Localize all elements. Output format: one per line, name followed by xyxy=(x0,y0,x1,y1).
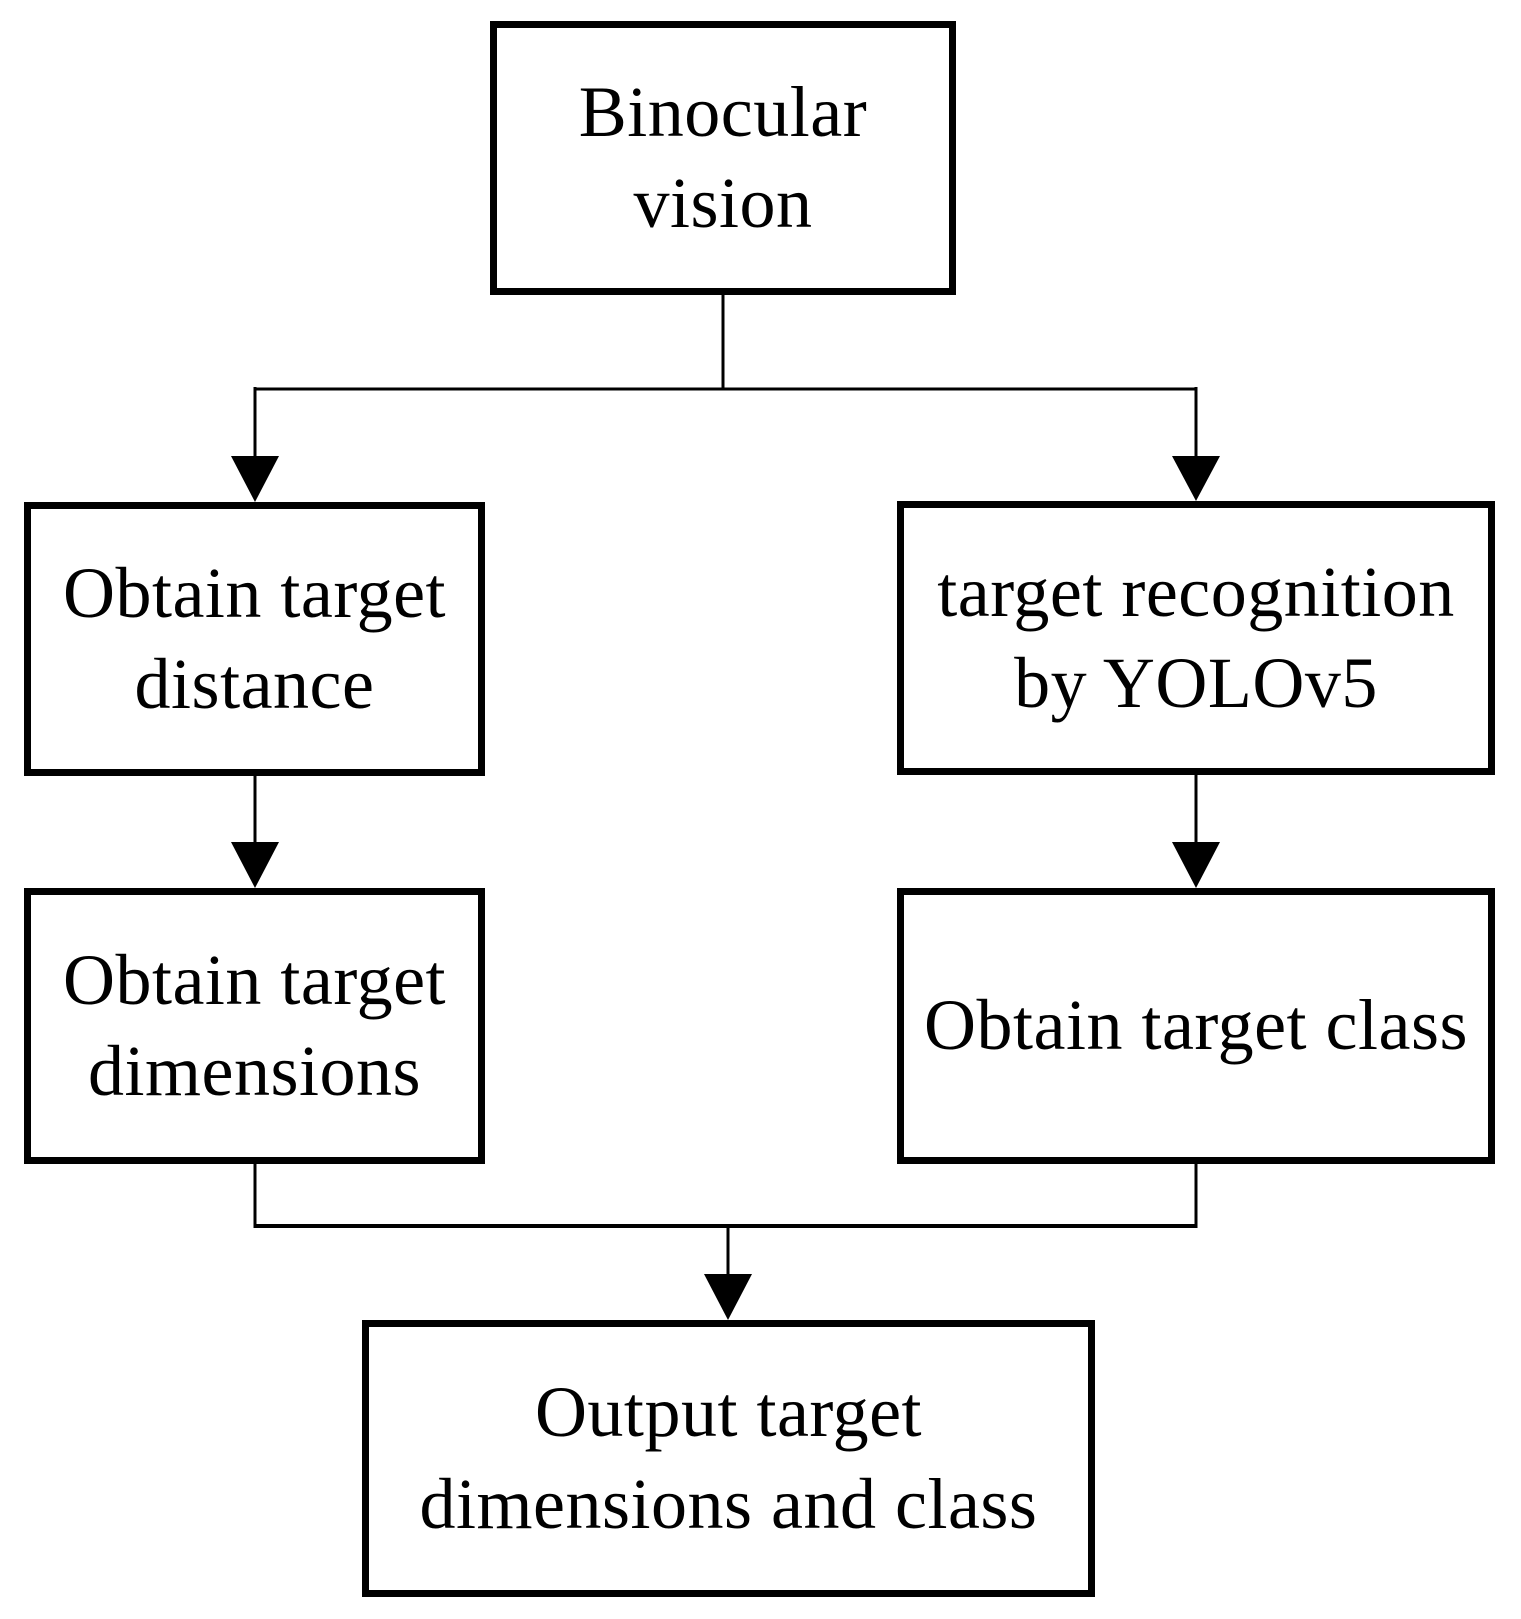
node-obtain-target-class-label: Obtain target class xyxy=(923,985,1468,1066)
node-binocular-vision-label: Binocular vision xyxy=(578,71,868,243)
node-output-target-dimensions-class-label: Output target dimensions and class xyxy=(419,1372,1038,1544)
arrowhead-to-distance xyxy=(231,456,279,502)
node-obtain-target-dimensions-label: Obtain target dimensions xyxy=(62,939,447,1111)
node-output-target-dimensions-class: Output target dimensions and class xyxy=(362,1320,1095,1597)
node-obtain-target-class: Obtain target class xyxy=(897,888,1495,1164)
arrowhead-to-output xyxy=(704,1274,752,1320)
arrowhead-to-dimensions xyxy=(231,842,279,888)
node-obtain-target-distance: Obtain target distance xyxy=(24,502,485,776)
node-target-recognition-yolov5-label: target recognition by YOLOv5 xyxy=(937,551,1455,723)
node-obtain-target-distance-label: Obtain target distance xyxy=(62,552,447,724)
arrowhead-to-yolo xyxy=(1172,456,1220,501)
node-binocular-vision: Binocular vision xyxy=(490,21,956,295)
node-obtain-target-dimensions: Obtain target dimensions xyxy=(24,888,485,1164)
node-target-recognition-yolov5: target recognition by YOLOv5 xyxy=(897,501,1495,775)
arrowhead-to-class xyxy=(1172,842,1220,888)
